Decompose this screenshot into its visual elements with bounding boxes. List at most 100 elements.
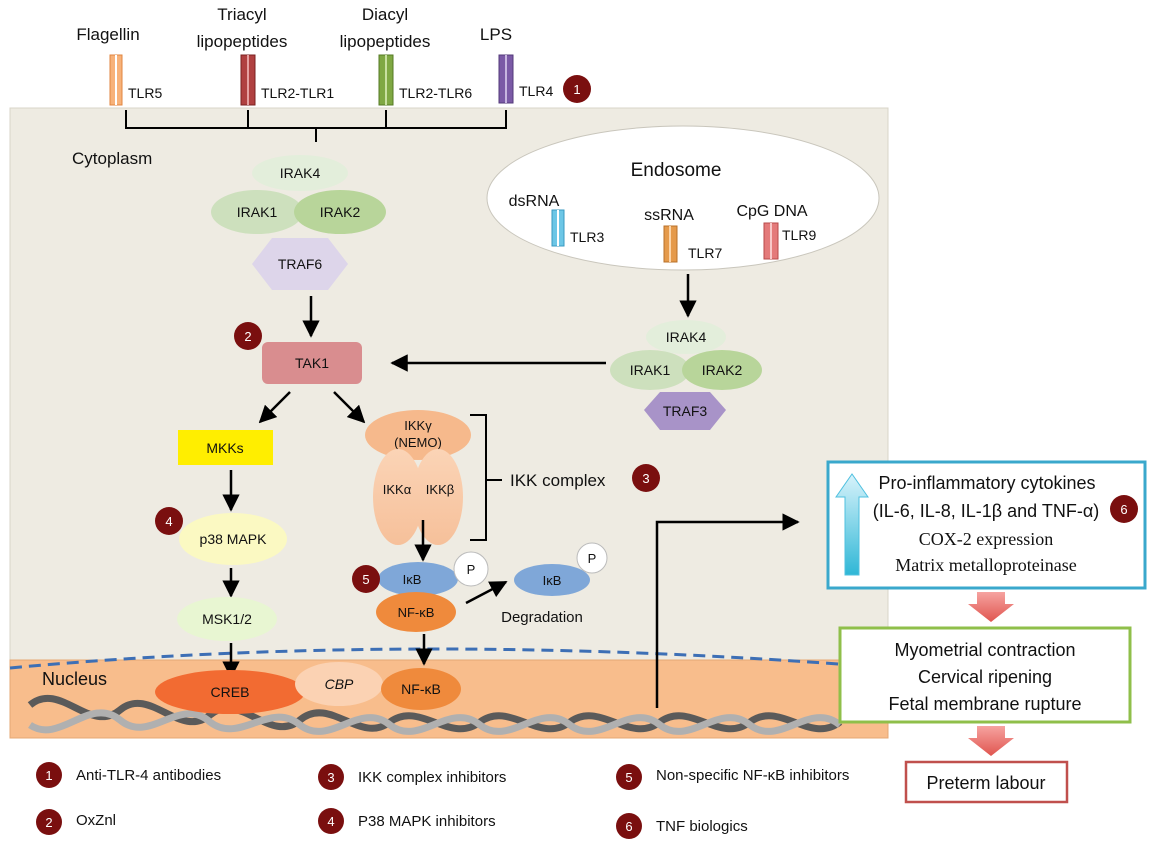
svg-text:4: 4	[327, 814, 334, 829]
degraded-ikb-node	[514, 564, 590, 596]
traf6-node	[252, 238, 348, 290]
svg-text:4: 4	[165, 514, 172, 529]
svg-text:Anti-TLR-4 antibodies: Anti-TLR-4 antibodies	[76, 767, 221, 784]
ikk-complex-bracket	[470, 414, 502, 541]
outcome-cytokine-list: (IL-6, IL-8, IL-1β and TNF-α)	[873, 501, 1100, 521]
preterm-labour-box	[904, 760, 1069, 804]
receptor-tlr3: TLR3	[551, 209, 604, 247]
msk12-label: MSK1/2	[202, 611, 252, 627]
svg-text:6: 6	[625, 819, 632, 834]
legend-item-6: 6 TNF biologics	[616, 813, 748, 839]
ligand-cpg-dna: CpG DNA	[736, 203, 807, 220]
irak1-endosome-label: IRAK1	[630, 362, 671, 378]
ikb-label: IκB	[403, 572, 422, 587]
ligand-diacyl: Diacyl	[362, 5, 408, 24]
receptor-tlr4: TLR4	[498, 54, 553, 104]
legend-item-5: 5 Non-specific NF-κB inhibitors	[616, 764, 849, 790]
svg-text:2: 2	[45, 815, 52, 830]
svg-text:2: 2	[244, 329, 251, 344]
cbp-node	[295, 662, 383, 706]
svg-text:TLR9: TLR9	[782, 227, 816, 243]
legend-item-1: 1 Anti-TLR-4 antibodies	[36, 762, 221, 788]
dna-helix	[27, 694, 843, 735]
nfkb-node	[376, 592, 456, 632]
svg-text:6: 6	[1120, 502, 1127, 517]
receptor-tlr2-tlr6: TLR2-TLR6	[378, 54, 472, 106]
region-label-nucleus: Nucleus	[42, 669, 107, 689]
svg-text:TLR5: TLR5	[128, 85, 162, 101]
svg-text:3: 3	[327, 770, 334, 785]
p38-mapk-node	[179, 513, 287, 565]
badge-cytokines: 6	[1110, 495, 1138, 523]
arrow-outcome-effects	[968, 592, 1014, 622]
svg-text:Non-specific NF-κB inhibitors: Non-specific NF-κB inhibitors	[656, 767, 849, 784]
legend-item-4: 4 P38 MAPK inhibitors	[318, 808, 496, 834]
ligand-flagellin: Flagellin	[76, 25, 139, 44]
outcome-cox2: COX-2 expression	[919, 529, 1053, 549]
degradation-label: Degradation	[501, 609, 583, 626]
transcription-output-arrow	[655, 513, 800, 708]
phosphate-node	[453, 551, 489, 587]
mkks-node	[178, 430, 273, 465]
phosphate-label: P	[467, 562, 476, 577]
ikk-gamma-node	[365, 410, 471, 460]
tak1-label: TAK1	[295, 355, 329, 371]
outcome-cytokines: Pro-inflammatory cytokines	[878, 473, 1095, 493]
svg-text:1: 1	[45, 768, 52, 783]
nfkb-nuclear-node	[381, 668, 461, 710]
svg-text:TLR4: TLR4	[519, 83, 553, 99]
creb-node	[155, 670, 305, 714]
legend-item-2: 2 OxZnl	[36, 809, 116, 835]
badge-p38: 4	[155, 507, 183, 535]
ligand-triacyl: Triacyl	[217, 5, 266, 24]
effect-cervical: Cervical ripening	[918, 667, 1052, 687]
badge-tak1: 2	[234, 322, 262, 350]
arrow-effects-final	[968, 726, 1014, 756]
traf3-label: TRAF3	[663, 403, 708, 419]
receptor-tlr5: TLR5	[109, 54, 162, 106]
badge-tlr4: 1	[563, 75, 591, 103]
irak2-endosome-node	[682, 350, 762, 390]
svg-text:3: 3	[642, 471, 649, 486]
endosome-label: Endosome	[631, 160, 722, 181]
nuclear-membrane	[9, 647, 891, 670]
nfkb-nuclear-label: NF-κB	[401, 681, 441, 697]
cytokine-outcome-box	[826, 460, 1147, 590]
ikk-beta-label: IKKβ	[426, 482, 454, 497]
upregulation-arrow-icon	[835, 473, 869, 576]
endosome	[486, 125, 880, 271]
irak4-endosome-node	[646, 320, 726, 354]
degraded-phosphate-node	[576, 542, 608, 574]
ligand-diacyl-lipopeptides: lipopeptides	[340, 32, 431, 51]
traf6-label: TRAF6	[278, 256, 323, 272]
svg-text:1: 1	[573, 82, 580, 97]
ikb-node	[378, 562, 458, 596]
ligand-triacyl-lipopeptides: lipopeptides	[197, 32, 288, 51]
svg-text:5: 5	[625, 770, 632, 785]
cbp-label: CBP	[325, 676, 354, 692]
mkks-label: MKKs	[206, 440, 243, 456]
svg-text:TLR3: TLR3	[570, 229, 604, 245]
outcome-mmp: Matrix metalloproteinase	[895, 555, 1076, 575]
p38-mapk-label: p38 MAPK	[200, 531, 268, 547]
effects-box	[838, 626, 1132, 724]
effect-myometrial: Myometrial contraction	[894, 640, 1075, 660]
tak1-node	[262, 342, 362, 384]
ikk-alpha-label: IKKα	[383, 482, 412, 497]
irak1-label: IRAK1	[237, 204, 278, 220]
arrow-tak1-ikk	[333, 391, 366, 424]
receptor-tlr7: TLR7	[663, 225, 722, 263]
irak4-endosome-label: IRAK4	[666, 329, 707, 345]
creb-label: CREB	[211, 684, 250, 700]
traf3-node	[644, 392, 726, 430]
ikk-beta-node	[413, 449, 463, 545]
irak1-endosome-node	[610, 350, 690, 390]
irak2-node	[294, 190, 386, 234]
degraded-phosphate-label: P	[588, 551, 597, 566]
irak2-endosome-label: IRAK2	[702, 362, 743, 378]
ligand-ssrna: ssRNA	[644, 207, 694, 224]
svg-text:P38 MAPK inhibitors: P38 MAPK inhibitors	[358, 813, 496, 830]
preterm-labour-label: Preterm labour	[926, 773, 1045, 793]
irak2-label: IRAK2	[320, 204, 361, 220]
